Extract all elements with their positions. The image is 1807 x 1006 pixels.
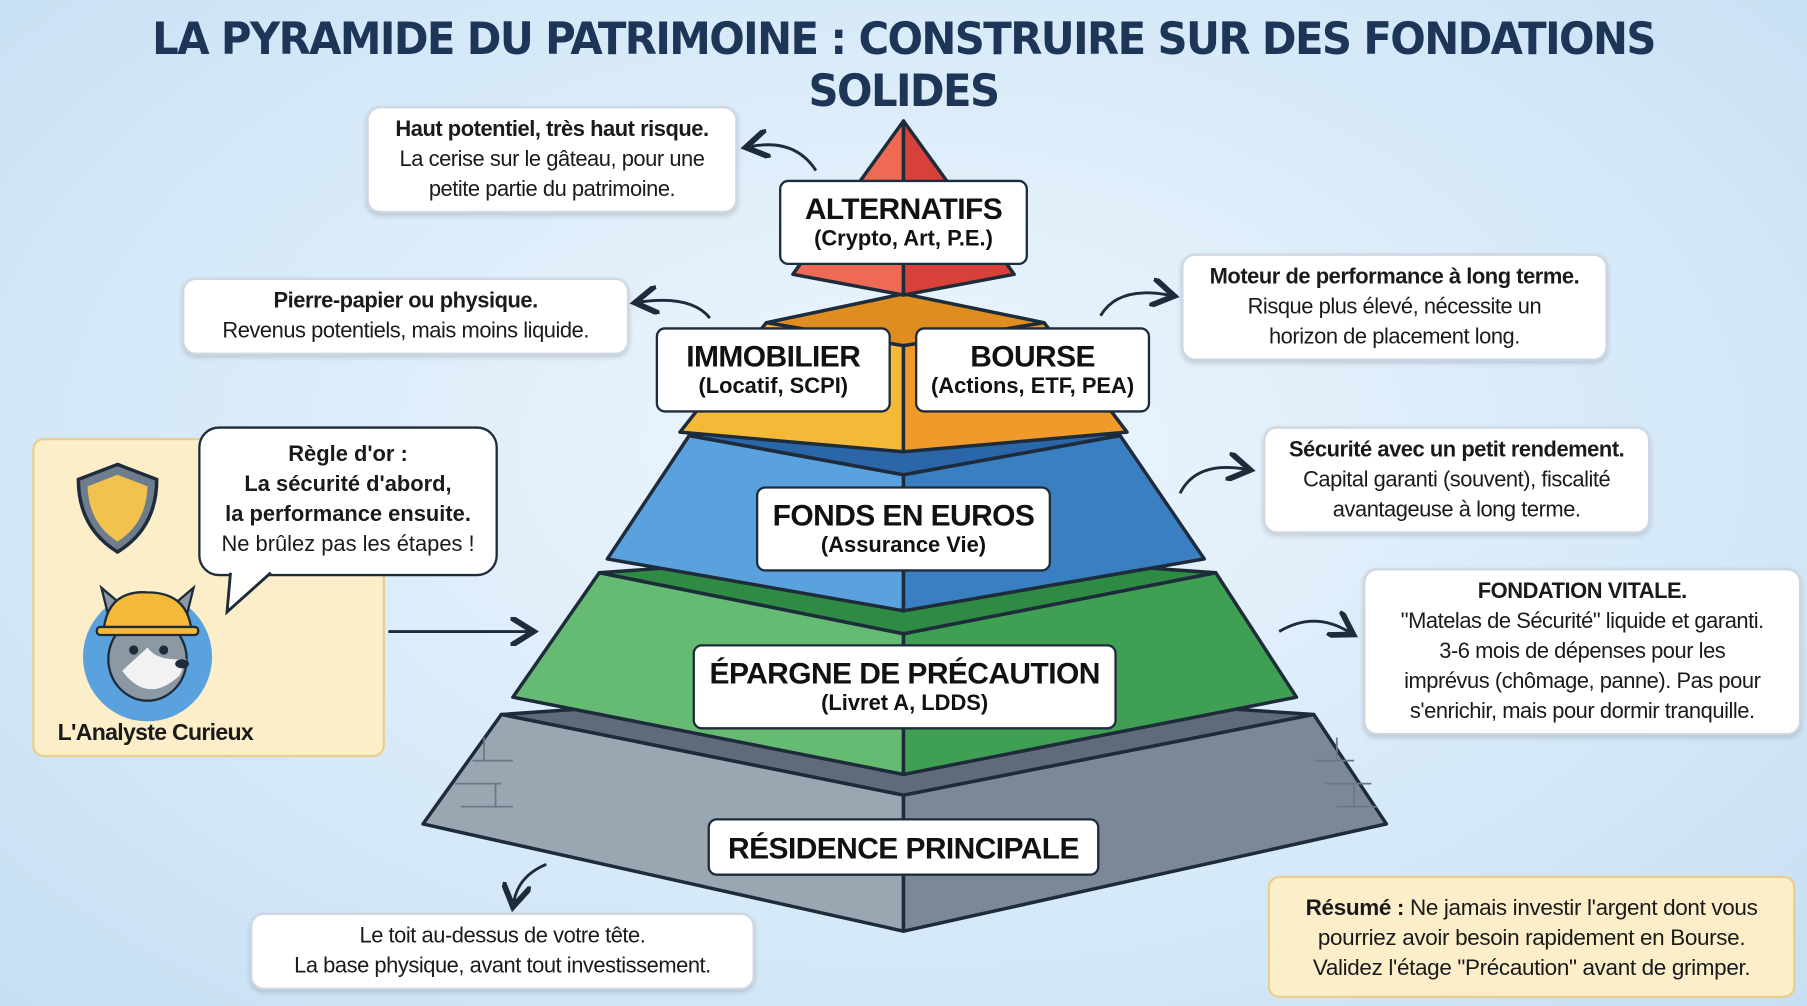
note-alternatifs: Haut potentiel, très haut risque. La cer… xyxy=(366,106,738,214)
mascot-speech-bubble: Règle d'or : La sécurité d'abord, la per… xyxy=(198,426,498,577)
arrow-icon xyxy=(1099,293,1169,317)
arrow-icon xyxy=(641,300,712,320)
note-residence: Le toit au-dessus de votre tête. La base… xyxy=(250,912,755,990)
note-immobilier: Pierre-papier ou physique. Revenus poten… xyxy=(182,277,630,355)
wolf-mascot-avatar xyxy=(82,584,213,722)
mascot-name: L'Analyste Curieux xyxy=(57,720,254,746)
bubble-tail xyxy=(225,570,272,616)
note-bourse: Moteur de performance à long terme. Risq… xyxy=(1181,253,1608,361)
arrow-icon xyxy=(1278,621,1348,631)
summary-box: Résumé : Ne jamais investir l'argent don… xyxy=(1267,875,1796,998)
label-epargne: ÉPARGNE DE PRÉCAUTION (Livret A, LDDS) xyxy=(692,644,1117,730)
label-residence: RÉSIDENCE PRINCIPALE xyxy=(707,818,1100,876)
note-fonds: Sécurité avec un petit rendement. Capita… xyxy=(1263,426,1651,534)
page-title: LA PYRAMIDE DU PATRIMOINE : CONSTRUIRE S… xyxy=(152,13,1656,118)
note-epargne: FONDATION VITALE. "Matelas de Sécurité" … xyxy=(1363,568,1802,736)
arrow-icon xyxy=(1178,467,1245,494)
label-immobilier: IMMOBILIER (Locatif, SCPI) xyxy=(655,327,891,413)
label-bourse: BOURSE (Actions, ETF, PEA) xyxy=(915,327,1151,413)
shield-icon xyxy=(76,462,159,555)
arrow-icon xyxy=(751,145,818,172)
brick-pattern xyxy=(455,737,1378,808)
label-fonds: FONDS EN EUROS (Assurance Vie) xyxy=(755,486,1052,572)
label-alternatifs: ALTERNATIFS (Crypto, Art, P.E.) xyxy=(779,179,1028,266)
arrow-icon xyxy=(514,862,547,901)
